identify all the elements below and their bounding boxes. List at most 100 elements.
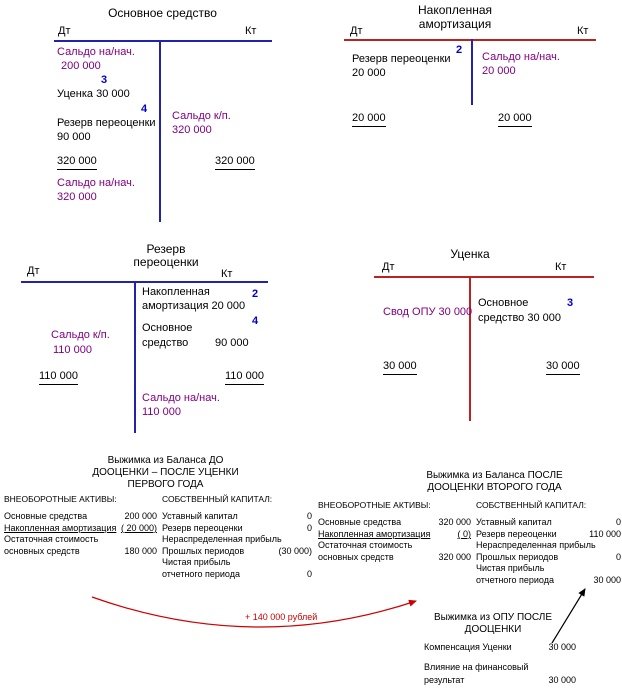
depreciation-ref-2: 2 xyxy=(456,44,463,56)
fixed-asset-credit-label: Кт xyxy=(245,25,257,37)
balance-row: Остаточная стоимость xyxy=(4,534,157,545)
fixed-asset-debit-label: Дт xyxy=(58,25,71,37)
markdown-credit-label: Кт xyxy=(555,261,567,273)
fixed-asset-saldo-begin-label: Сальдо на/нач. xyxy=(57,46,135,58)
row-label: основных средств xyxy=(4,546,80,556)
row-label: отчетного периода xyxy=(476,575,554,585)
opu-title: Выжимка из ОПУ ПОСЛЕ ДООЦЕНКИ xyxy=(408,612,578,636)
reserve-title-line2: переоценки xyxy=(133,255,199,269)
reserve-credit-label: Кт xyxy=(221,268,233,280)
balance-after-title-line1: Выжимка из Баланса ПОСЛЕ xyxy=(426,470,563,481)
opu-row: Влияние на финансовый xyxy=(424,662,576,673)
reserve-credit2-value: 90 000 xyxy=(215,337,249,349)
balance-row: Уставный капитал 0 xyxy=(162,511,312,522)
depreciation-debit-entry-label: Резерв переоценки xyxy=(352,53,451,65)
row-label: Нераспределенная прибыль xyxy=(476,540,596,550)
balance-row: Прошлых периодов(30 000) xyxy=(162,546,312,557)
markdown-credit-line2: средство 30 000 xyxy=(478,312,561,324)
markdown-vertical-line xyxy=(469,276,471,421)
row-label: основных средств xyxy=(318,552,394,562)
row-value: 0 xyxy=(615,517,621,527)
markdown-ref-3: 3 xyxy=(567,297,574,309)
row-value: 0 xyxy=(306,511,312,521)
row-label: Основные средства xyxy=(4,511,88,521)
fixed-asset-saldo-new-label: Сальдо на/нач. xyxy=(57,177,135,189)
opu-row: Компенсация Уценки 30 000 xyxy=(424,642,576,653)
markdown-horizontal-line xyxy=(374,276,594,278)
reserve-credit2-line2: средство xyxy=(142,337,189,349)
reserve-credit1-line2: амортизация 20 000 xyxy=(142,300,246,312)
balance-before-assets-header: ВНЕОБОРОТНЫЕ АКТИВЫ: xyxy=(4,494,117,504)
reserve-ref-4: 4 xyxy=(252,315,259,327)
row-value: 320 000 xyxy=(438,517,471,527)
row-value: 0 xyxy=(306,523,312,533)
balance-row: Накопленная амортизация( 20 000) xyxy=(4,523,157,534)
red-arrow-label: + 140 000 рублей xyxy=(245,612,318,622)
reserve-debit-label: Дт xyxy=(27,265,40,277)
row-label: Влияние на финансовый xyxy=(424,662,529,672)
row-label: Чистая прибыль xyxy=(476,563,545,573)
balance-before-title-line3: ПЕРВОГО ГОДА xyxy=(127,479,204,490)
opu-title-line1: Выжимка из ОПУ ПОСЛЕ xyxy=(433,612,553,623)
row-label: Прошлых периодов xyxy=(162,546,245,556)
balance-row: Накопленная амортизация ( 0) xyxy=(318,529,472,540)
row-label: Остаточная стоимость xyxy=(318,540,413,550)
fixed-asset-utsenka-entry: Уценка 30 000 xyxy=(57,88,130,100)
row-label: Прошлых периодов xyxy=(476,552,559,562)
row-value: 0 xyxy=(306,569,312,579)
balance-row: основных средств 180 000 xyxy=(4,546,157,557)
reserve-saldo-new-value: 110 000 xyxy=(142,406,181,418)
balance-row: Чистая прибыль xyxy=(162,557,312,568)
reserve-saldo-end-value: 110 000 xyxy=(53,344,92,356)
fixed-asset-saldo-begin-value: 200 000 xyxy=(61,60,101,72)
balance-before-title: Выжимка из Баланса ДО ДООЦЕНКИ – ПОСЛЕ У… xyxy=(68,455,263,491)
row-value: ( 0) xyxy=(457,529,472,539)
balance-before-title-line2: ДООЦЕНКИ – ПОСЛЕ УЦЕНКИ xyxy=(92,467,239,478)
balance-before-equity-header: СОБСТВЕННЫЙ КАПИТАЛ: xyxy=(162,494,273,504)
fixed-asset-ref-3: 3 xyxy=(101,74,108,86)
fixed-asset-total-credit: 320 000 xyxy=(215,155,255,170)
markdown-total-debit: 30 000 xyxy=(383,360,417,375)
row-label: Компенсация Уценки xyxy=(424,642,512,652)
depreciation-saldo-begin-value: 20 000 xyxy=(482,65,516,77)
reserve-ref-2: 2 xyxy=(252,288,259,300)
depreciation-title-line2: амортизация xyxy=(418,17,492,31)
reserve-saldo-new-label: Сальдо на/нач. xyxy=(142,392,220,404)
row-value: 320 000 xyxy=(438,552,471,562)
row-label: отчетного периода xyxy=(162,569,240,579)
reserve-saldo-end-label: Сальдо к/п. xyxy=(51,329,110,341)
reserve-horizontal-line xyxy=(21,281,268,283)
row-label: Чистая прибыль xyxy=(162,557,231,567)
balance-after-title-line2: ДООЦЕНКИ ВТОРОГО ГОДА xyxy=(427,482,562,493)
depreciation-vertical-line xyxy=(471,39,473,105)
row-label: Остаточная стоимость xyxy=(4,534,99,544)
depreciation-title-line1: Накопленная xyxy=(418,3,492,17)
row-label: Резерв переоценки xyxy=(476,529,557,539)
row-value: 30 000 xyxy=(548,642,576,652)
fixed-asset-vertical-line xyxy=(159,40,161,222)
row-label: Основные средства xyxy=(318,517,402,527)
row-label: Накопленная амортизация xyxy=(318,529,431,539)
balance-row: Основные средства 320 000 xyxy=(318,517,471,528)
depreciation-total-credit: 20 000 xyxy=(498,112,532,127)
depreciation-debit-entry-value: 20 000 xyxy=(352,67,386,79)
row-value: 0 xyxy=(615,552,621,562)
fixed-asset-saldo-end-label: Сальдо к/п. xyxy=(172,110,231,122)
balance-row: Остаточная стоимость xyxy=(318,540,471,551)
markdown-debit-entry: Свод ОПУ 30 000 xyxy=(383,306,473,318)
markdown-total-credit: 30 000 xyxy=(546,360,580,375)
balance-after-equity-header: СОБСТВЕННЫЙ КАПИТАЛ: xyxy=(476,500,587,510)
reserve-credit2-line1: Основное xyxy=(142,322,193,334)
row-label: результат xyxy=(424,675,465,685)
markdown-debit-label: Дт xyxy=(382,261,395,273)
row-label: Уставный капитал xyxy=(162,511,238,521)
row-value: ( 20 000) xyxy=(120,523,157,533)
fixed-asset-saldo-new-value: 320 000 xyxy=(57,191,97,203)
balance-row: Нераспределенная прибыль xyxy=(162,534,312,545)
row-value: 180 000 xyxy=(124,546,157,556)
balance-row: Чистая прибыль xyxy=(476,563,621,574)
depreciation-credit-label: Кт xyxy=(577,25,589,37)
